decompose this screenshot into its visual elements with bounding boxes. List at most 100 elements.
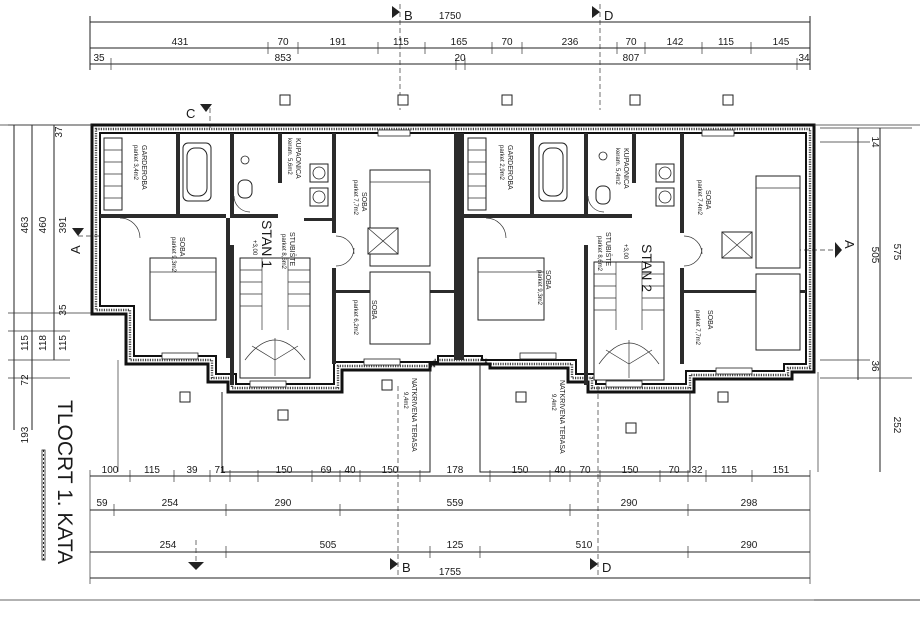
dim-label: 290	[741, 540, 758, 551]
top-dimension-lines	[89, 16, 811, 70]
door-swings	[119, 195, 703, 267]
dim-label: 193	[20, 426, 31, 443]
section-marker-a-left: A	[68, 228, 100, 254]
dim-label: 34	[798, 53, 810, 64]
wardrobe-right	[467, 137, 487, 211]
dim-label: 252	[891, 417, 902, 434]
room-area: parket 6,2m2	[352, 300, 358, 336]
room-area: parket 8,6m2	[280, 234, 286, 270]
dim-label: 37	[54, 126, 65, 138]
dim-label: 510	[576, 540, 593, 551]
plot-boundary-lines	[0, 124, 920, 601]
drawing-title: TLOCRT 1. KATA	[53, 400, 76, 564]
dim-label: 70	[668, 465, 680, 476]
room-name: SOBA	[178, 237, 185, 257]
windows	[161, 129, 753, 388]
dim-label: 559	[447, 498, 464, 509]
party-wall	[454, 133, 464, 360]
level-label: +3,00	[251, 240, 257, 256]
dim-label: 125	[447, 540, 464, 551]
dim-label: 391	[58, 216, 69, 233]
exterior-walls	[90, 123, 816, 394]
bed-left-large	[149, 257, 217, 321]
section-marker-b-top: B	[392, 4, 413, 110]
dim-label: 254	[160, 540, 177, 551]
dim-label: 71	[214, 465, 226, 476]
room-name: SOBA	[706, 310, 713, 330]
room-area: keram. 5,6m2	[286, 138, 292, 175]
dim-label: 505	[869, 247, 880, 264]
room-area: parket 7,7m2	[352, 180, 358, 216]
room-name: KUPAONICA	[294, 138, 301, 179]
dim-label: 39	[186, 465, 198, 476]
room-area: parket 2,9m2	[498, 145, 504, 181]
section-label: D	[604, 8, 613, 23]
room-area: parket 7,7m2	[694, 310, 700, 346]
dim-bottom-total: 1755	[439, 567, 462, 578]
dim-label: 853	[275, 53, 292, 64]
dim-label: 35	[93, 53, 105, 64]
dim-label: 150	[382, 465, 399, 476]
dim-label: 70	[501, 37, 513, 48]
section-label: B	[402, 560, 411, 575]
dim-label: 115	[393, 37, 409, 48]
dim-label: 298	[741, 498, 758, 509]
dim-label: 59	[96, 498, 108, 509]
dim-label: 290	[275, 498, 292, 509]
dim-label: 150	[276, 465, 293, 476]
room-labels-left: GARDEROBA parket 3,4m2 KUPAONICA keram. …	[132, 138, 417, 452]
dim-label: 100	[102, 465, 119, 476]
dim-label: 70	[625, 37, 637, 48]
bed-right-top	[755, 175, 801, 269]
room-name: SOBA	[544, 270, 551, 290]
dim-label: 72	[20, 374, 31, 386]
dim-label: 14	[869, 136, 880, 148]
bathtub-left	[182, 142, 212, 202]
room-name: GARDEROBA	[140, 145, 147, 190]
dim-label: 165	[451, 37, 468, 48]
dim-label: 115	[721, 465, 737, 476]
dim-label: 20	[454, 53, 466, 64]
room-name: STUBIŠTE	[288, 232, 297, 267]
section-marker-d-top: D	[592, 4, 613, 110]
section-label: D	[602, 560, 611, 575]
bed-right-large	[477, 257, 545, 321]
dim-label: 150	[512, 465, 529, 476]
dim-label: 145	[773, 37, 790, 48]
room-name: KUPAONICA	[622, 148, 629, 189]
section-label: A	[68, 245, 83, 254]
room-name: STUBIŠTE	[604, 232, 613, 267]
section-label: B	[404, 8, 413, 23]
room-area: parket 9,3m2	[536, 270, 542, 306]
dim-label: 254	[162, 498, 179, 509]
washing-machine-right	[655, 163, 675, 207]
level-label: +3,00	[622, 244, 628, 260]
room-area: 9,4m2	[550, 394, 556, 411]
dim-label: 431	[172, 37, 189, 48]
dim-label: 118	[38, 335, 49, 351]
dim-label: 115	[20, 335, 31, 351]
dim-label: 150	[622, 465, 639, 476]
unit-label: STAN 2	[639, 244, 655, 292]
room-area: parket 7,4m2	[696, 180, 702, 216]
dim-label: 178	[447, 465, 464, 476]
section-marker-d-bottom: D	[590, 386, 611, 575]
room-name: SOBA	[370, 300, 377, 320]
room-area: parket 8,6m2	[596, 236, 602, 272]
wardrobe-left	[103, 137, 123, 211]
dim-label: 36	[869, 360, 880, 372]
bottom-dimension-labels: 100 115 39 71 150 69 40 150 178 150 40 7…	[96, 465, 789, 578]
room-name: GARDEROBA	[506, 145, 513, 190]
dim-label: 32	[691, 465, 703, 476]
bathtub-right	[538, 142, 568, 202]
room-name: NATKRIVENA TERASA	[558, 380, 565, 454]
right-dimension-labels: 14 575 505 36 252	[869, 136, 902, 433]
section-label: A	[842, 240, 857, 249]
dim-label: 115	[144, 465, 160, 476]
dim-label: 807	[623, 53, 640, 64]
dim-label: 70	[277, 37, 289, 48]
dim-label: 142	[667, 37, 684, 48]
dim-label: 290	[621, 498, 638, 509]
section-marker-b-bottom: B	[390, 386, 411, 575]
